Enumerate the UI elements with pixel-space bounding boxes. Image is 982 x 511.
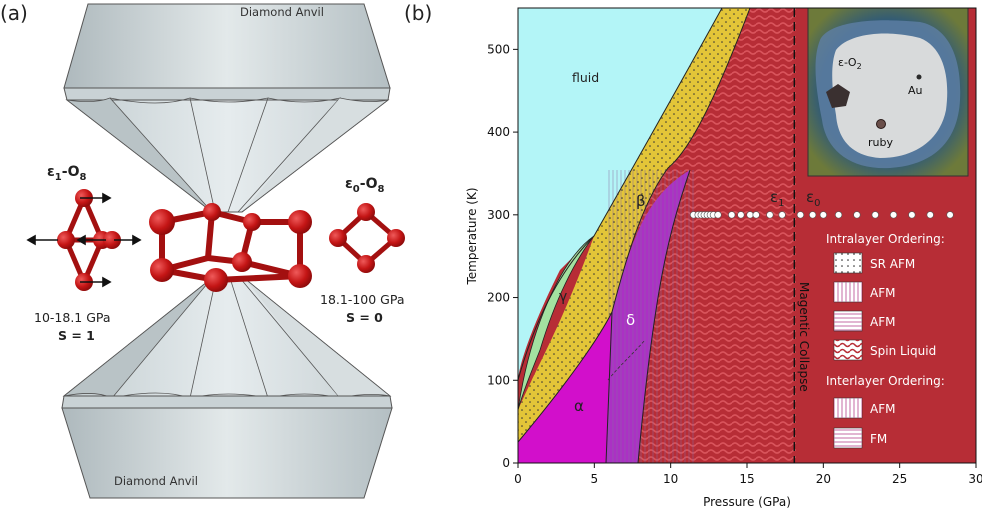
magnetic-collapse-label: Magentic Collapse: [797, 282, 811, 392]
x-tick-label: 5: [591, 472, 599, 486]
label-delta: δ: [626, 311, 635, 329]
spin-arrows: [26, 192, 142, 288]
legend-item-interlayer-fm: FM: [870, 432, 887, 446]
o8-cluster: [159, 209, 303, 283]
x-tick-label: 0: [514, 472, 522, 486]
legend-item-spin-liquid: Spin Liquid: [870, 344, 936, 358]
data-point: [946, 211, 954, 219]
data-point: [819, 211, 827, 219]
legend-item-interlayer-afm: AFM: [870, 402, 895, 416]
y-tick-label: 500: [487, 42, 510, 56]
region-gamma: [518, 235, 595, 411]
legend-intralayer-title: Intralayer Ordering:: [826, 232, 945, 246]
data-point: [737, 211, 745, 219]
label-fluid: fluid: [572, 70, 599, 85]
beta-hatch: [518, 8, 750, 442]
bottom-diamond-anvil: Diamond Anvil: [61, 277, 393, 499]
region-fluid: [518, 8, 722, 380]
data-point: [853, 211, 861, 219]
y-tick-label: 100: [487, 373, 510, 387]
eps0-title: ε0-O8: [345, 176, 384, 195]
data-point: [871, 211, 879, 219]
label-beta: β: [636, 192, 646, 210]
panel-b: (b) Magent: [404, 1, 982, 509]
data-point: [746, 211, 754, 219]
x-tick-label: 30: [968, 472, 982, 486]
data-point: [908, 211, 916, 219]
eps0-o8-diagram: ε0-O8 18.1-100 GPa S = 0: [320, 176, 405, 325]
data-point: [926, 211, 934, 219]
y-tick-label: 400: [487, 125, 510, 139]
label-gamma: γ: [559, 289, 567, 305]
y-axis-ticks: 0 100 200 300 400 500: [487, 42, 518, 470]
x-tick-label: 15: [739, 472, 754, 486]
legend-item-afm-1: AFM: [870, 286, 895, 300]
legend: Intralayer Ordering: SR AFM AFM AFM Spin…: [826, 232, 945, 449]
legend-item-afm-2: AFM: [870, 315, 895, 329]
panel-b-label: (b): [404, 1, 432, 25]
eps1-title: ε1-O8: [47, 164, 86, 183]
inset-au-label: Au: [908, 84, 923, 97]
data-point: [778, 211, 786, 219]
data-point: [834, 211, 843, 219]
eps1-spin: S = 1: [58, 328, 95, 343]
x-axis-label: Pressure (GPa): [703, 495, 791, 509]
data-point: [809, 211, 817, 219]
sample-inset-photo: ε-O2 Au ruby: [807, 7, 969, 177]
measurement-points: [689, 211, 954, 219]
inset-ruby-label: ruby: [868, 136, 893, 149]
y-tick-label: 200: [487, 291, 510, 305]
inset-eps-o2-label: ε-O2: [838, 56, 862, 71]
y-axis-label: Temperature (K): [465, 187, 479, 285]
x-axis-ticks: 0 5 10 15 20 25 30: [514, 463, 982, 486]
label-eps1: ε1: [770, 188, 784, 209]
legend-item-sr-afm: SR AFM: [870, 257, 915, 271]
label-alpha: α: [574, 397, 584, 415]
o8-cluster-atoms: [149, 203, 312, 292]
x-tick-label: 20: [816, 472, 831, 486]
eps0-spin: S = 0: [346, 310, 383, 325]
y-tick-label: 0: [502, 456, 510, 470]
x-tick-label: 10: [663, 472, 678, 486]
data-point: [889, 211, 898, 219]
data-point: [714, 211, 722, 219]
legend-interlayer-title: Interlayer Ordering:: [826, 374, 945, 388]
eps0-pressure: 18.1-100 GPa: [320, 292, 405, 307]
x-tick-label: 25: [892, 472, 907, 486]
eps1-pressure: 10-18.1 GPa: [34, 310, 111, 325]
label-eps0: ε0: [806, 188, 820, 209]
y-tick-label: 300: [487, 208, 510, 222]
top-anvil-label: Diamond Anvil: [240, 5, 324, 19]
data-point: [796, 211, 805, 219]
top-diamond-anvil: Diamond Anvil: [63, 3, 391, 213]
data-point: [728, 211, 736, 219]
region-alpha: [518, 312, 612, 463]
data-point: [766, 211, 774, 219]
bottom-anvil-label: Diamond Anvil: [114, 474, 198, 488]
eps1-o8-diagram: ε1-O8 10-18.1 GPa: [26, 164, 142, 343]
panel-a: (a) Diamond Anvil Diamond Anvil: [0, 1, 405, 499]
data-point: [752, 211, 760, 219]
panel-a-label: (a): [0, 1, 28, 25]
